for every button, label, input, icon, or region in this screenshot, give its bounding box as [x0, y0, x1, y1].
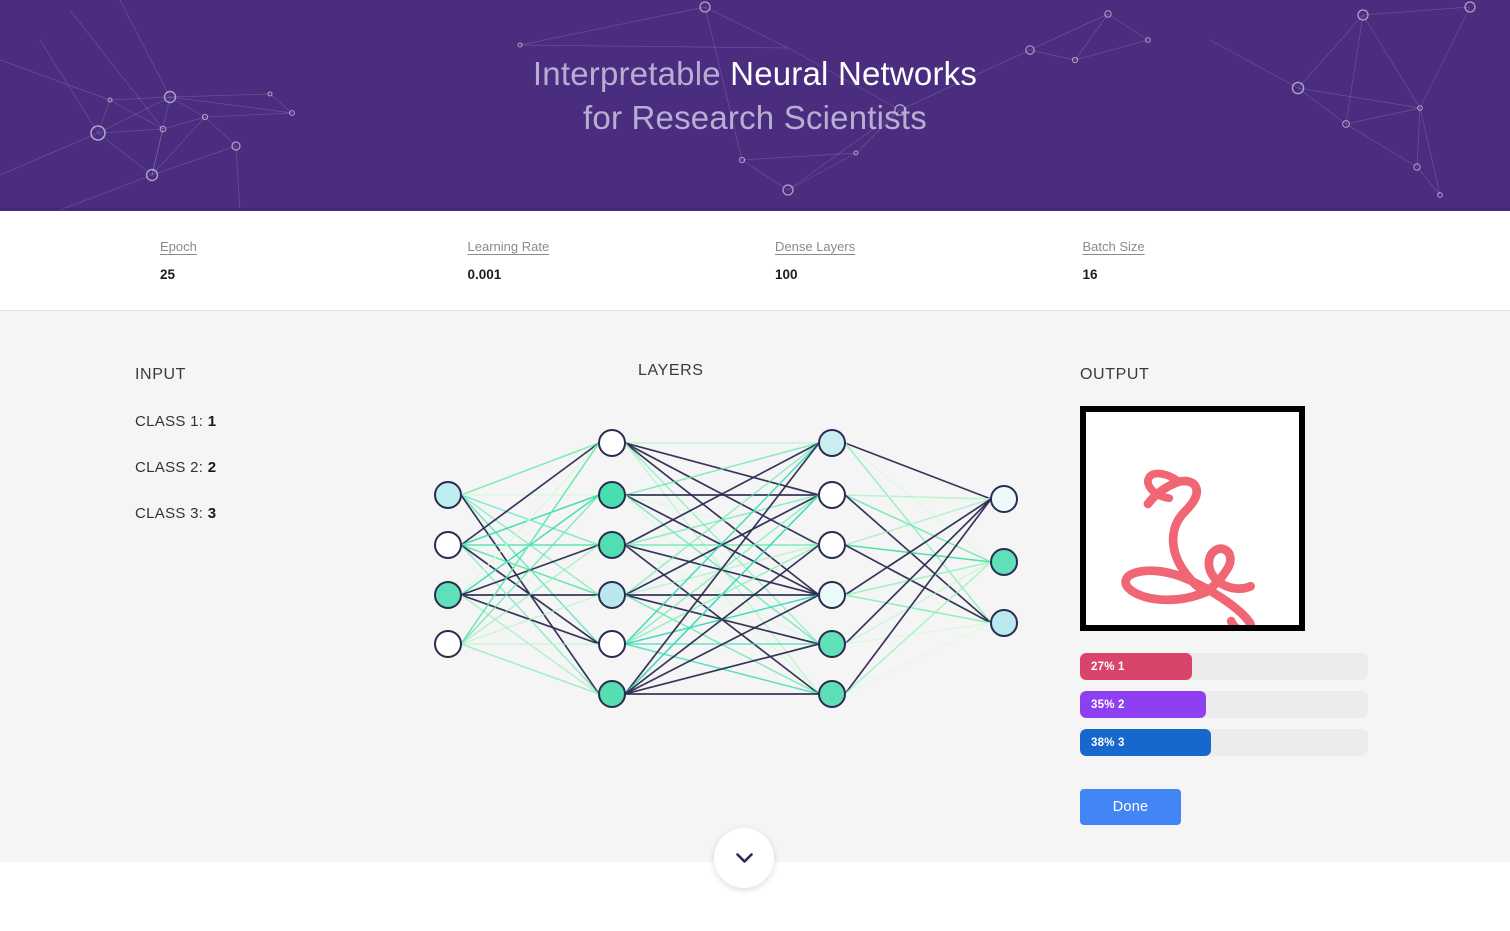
layers-heading: LAYERS	[638, 362, 704, 379]
done-button[interactable]: Done	[1080, 789, 1181, 825]
page-title-line-1: Interpretable Neural Networks	[0, 52, 1510, 96]
input-class-2-label: CLASS 2:	[135, 459, 208, 476]
input-class-3-value: 3	[207, 505, 217, 522]
prediction-bar-fill-1: 27% 1	[1080, 653, 1192, 680]
prediction-bar-track-2[interactable]: 35% 2	[1080, 691, 1368, 718]
page-title-part-neural-networks: Neural Networks	[730, 55, 978, 92]
page-title-line-2: for Research Scientists	[583, 98, 927, 136]
prediction-bar-label-1: 27% 1	[1091, 660, 1125, 673]
stat-batch-size-label: Batch Size	[1082, 239, 1145, 254]
stat-dense-layers: Dense Layers 100	[775, 239, 1083, 282]
stat-learning-rate-value: 0.001	[467, 267, 502, 282]
header-network-pattern	[0, 0, 1476, 211]
prediction-bar-fill-2: 35% 2	[1080, 691, 1206, 718]
prediction-bar-track-1[interactable]: 27% 1	[1080, 653, 1368, 680]
output-panel: OUTPUT 27% 1	[1080, 366, 1368, 825]
chevron-down-icon	[735, 852, 753, 863]
input-panel: INPUT CLASS 1: 1 CLASS 2: 2 CLASS 3: 3	[135, 366, 216, 551]
input-class-2-value: 2	[207, 459, 217, 476]
header-title-block: Interpretable Neural Networks for Resear…	[0, 0, 1510, 140]
scroll-down-button[interactable]	[714, 828, 774, 888]
prediction-bar-fill-3: 38% 3	[1080, 729, 1212, 756]
neural-network-diagram[interactable]	[410, 386, 1050, 716]
input-class-row-1: CLASS 1: 1	[135, 413, 216, 430]
main-content-area: INPUT CLASS 1: 1 CLASS 2: 2 CLASS 3: 3 L…	[0, 311, 1510, 862]
output-heading: OUTPUT	[1080, 366, 1150, 383]
page-header: Interpretable Neural Networks for Resear…	[0, 0, 1510, 211]
prediction-bar-track-3[interactable]: 38% 3	[1080, 729, 1368, 756]
drawn-digit-stroke	[1121, 469, 1255, 625]
stat-epoch: Epoch 25	[160, 239, 468, 282]
input-class-row-3: CLASS 3: 3	[135, 505, 216, 522]
prediction-bars: 27% 1 35% 2 38% 3	[1080, 653, 1368, 756]
input-class-3-label: CLASS 3:	[135, 505, 208, 522]
stat-batch-size-value: 16	[1082, 267, 1098, 282]
stat-learning-rate: Learning Rate 0.001	[468, 239, 776, 282]
prediction-bar-label-2: 35% 2	[1091, 698, 1125, 711]
stat-batch-size: Batch Size 16	[1083, 239, 1391, 282]
input-class-1-value: 1	[207, 413, 217, 430]
stat-dense-layers-value: 100	[775, 267, 798, 282]
prediction-bar-label-3: 38% 3	[1091, 736, 1125, 749]
stat-dense-layers-label: Dense Layers	[775, 239, 856, 254]
drawing-canvas[interactable]	[1080, 406, 1305, 631]
input-heading: INPUT	[135, 366, 186, 383]
stat-learning-rate-label: Learning Rate	[467, 239, 550, 254]
page-title-part-interpretable: Interpretable	[532, 55, 731, 92]
input-class-1-label: CLASS 1:	[135, 413, 208, 430]
input-class-row-2: CLASS 2: 2	[135, 459, 216, 476]
hyperparameter-stats-bar: Epoch 25 Learning Rate 0.001 Dense Layer…	[0, 211, 1510, 311]
stat-epoch-value: 25	[160, 267, 176, 282]
header-bottom-shadow	[0, 208, 1510, 211]
stat-epoch-label: Epoch	[160, 239, 197, 254]
